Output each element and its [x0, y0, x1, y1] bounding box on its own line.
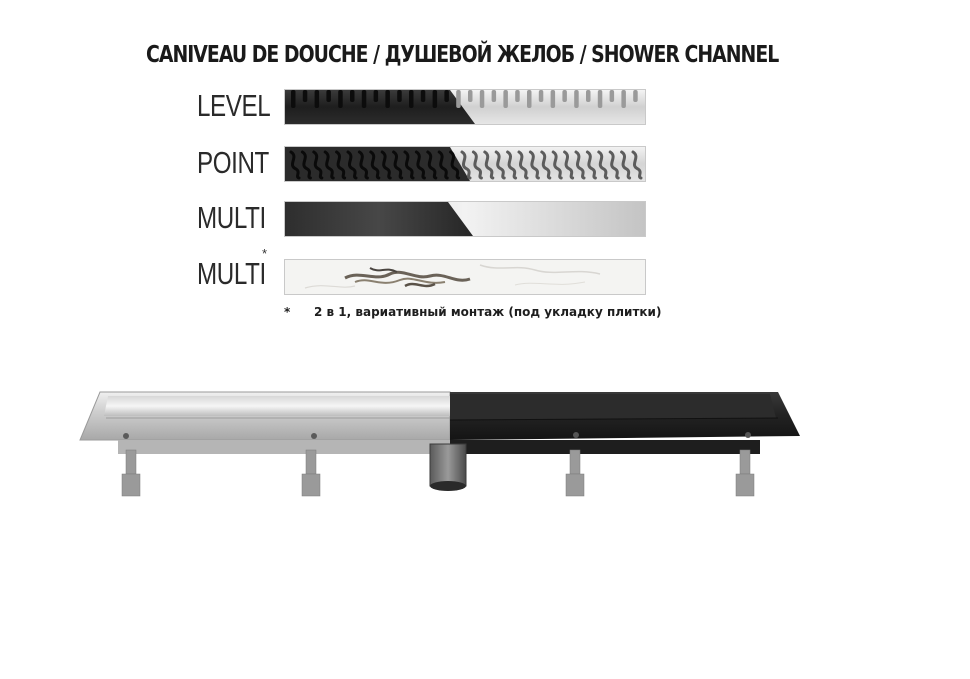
multi-tile-icon: [284, 259, 646, 295]
footnote: * 2 в 1, вариативный монтаж (под укладку …: [284, 302, 664, 322]
variant-label-point: POINT: [197, 145, 269, 180]
shower-channel-product-image: [78, 378, 808, 498]
footnote-text: 2 в 1, вариативный монтаж (под укладку п…: [314, 305, 662, 319]
footnote-marker: *: [262, 246, 268, 261]
variant-label-level: LEVEL: [197, 88, 271, 123]
point-waves-icon: [284, 146, 646, 182]
page-title: CANIVEAU DE DOUCHE / ДУШЕВОЙ ЖЕЛОБ / SHO…: [146, 42, 779, 68]
variant-label-multi-tile: MULTI: [197, 256, 266, 291]
level-slots-icon: [284, 89, 646, 125]
variant-label-multi: MULTI: [197, 200, 266, 235]
footnote-star: *: [284, 305, 291, 319]
multi-plain-icon: [284, 201, 646, 237]
